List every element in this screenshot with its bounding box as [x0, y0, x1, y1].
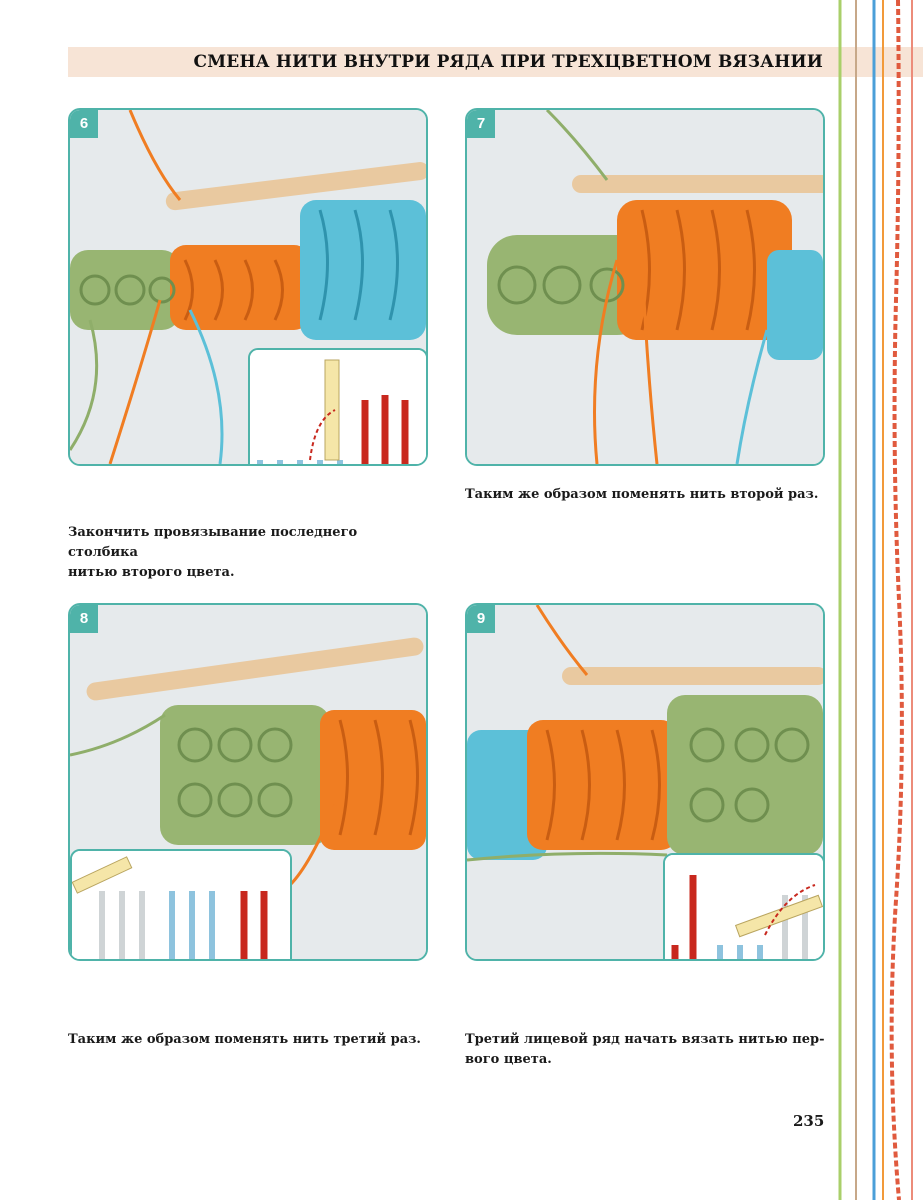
step-6-number: 6 [70, 110, 98, 138]
page-title: СМЕНА НИТИ ВНУТРИ РЯДА ПРИ ТРЕХЦВЕТНОМ В… [193, 52, 823, 72]
page-number: 235 [793, 1112, 825, 1130]
step-8-caption: Таким же образом поменять нить третий ра… [68, 1030, 448, 1050]
decorative-threads [838, 0, 913, 1200]
caption-line: Таким же образом поменять нить третий ра… [68, 1032, 421, 1047]
header-band: СМЕНА НИТИ ВНУТРИ РЯДА ПРИ ТРЕХЦВЕТНОМ В… [68, 47, 923, 77]
crochet-photo-6 [70, 110, 426, 464]
stitch-diagram-8 [72, 851, 290, 959]
step-9-caption: Третий лицевой ряд начать вязать нитью п… [465, 1030, 825, 1070]
caption-line: нитью второго цвета. [68, 565, 235, 580]
step-8-diagram [70, 849, 292, 959]
stitch-diagram-9 [665, 855, 823, 959]
stitch-diagram-6 [250, 350, 426, 464]
step-8-photo: 8 [68, 603, 428, 961]
step-9-photo: 9 [465, 603, 825, 961]
step-9-diagram [663, 853, 823, 959]
step-6-caption: Закончить провязывание последнего столби… [68, 523, 428, 583]
step-9-number: 9 [467, 605, 495, 633]
caption-line: Закончить провязывание последнего столби… [68, 525, 358, 560]
step-6-diagram [248, 348, 426, 464]
caption-line: Таким же образом поменять нить второй ра… [465, 487, 819, 502]
step-7-caption: Таким же образом поменять нить второй ра… [465, 485, 825, 505]
step-7-number: 7 [467, 110, 495, 138]
step-7-photo: 7 [465, 108, 825, 466]
caption-line: Третий лицевой ряд начать вязать нитью п… [465, 1032, 825, 1047]
step-8-number: 8 [70, 605, 98, 633]
step-6-photo: 6 [68, 108, 428, 466]
crochet-photo-7 [467, 110, 823, 464]
caption-line: вого цвета. [465, 1052, 552, 1067]
